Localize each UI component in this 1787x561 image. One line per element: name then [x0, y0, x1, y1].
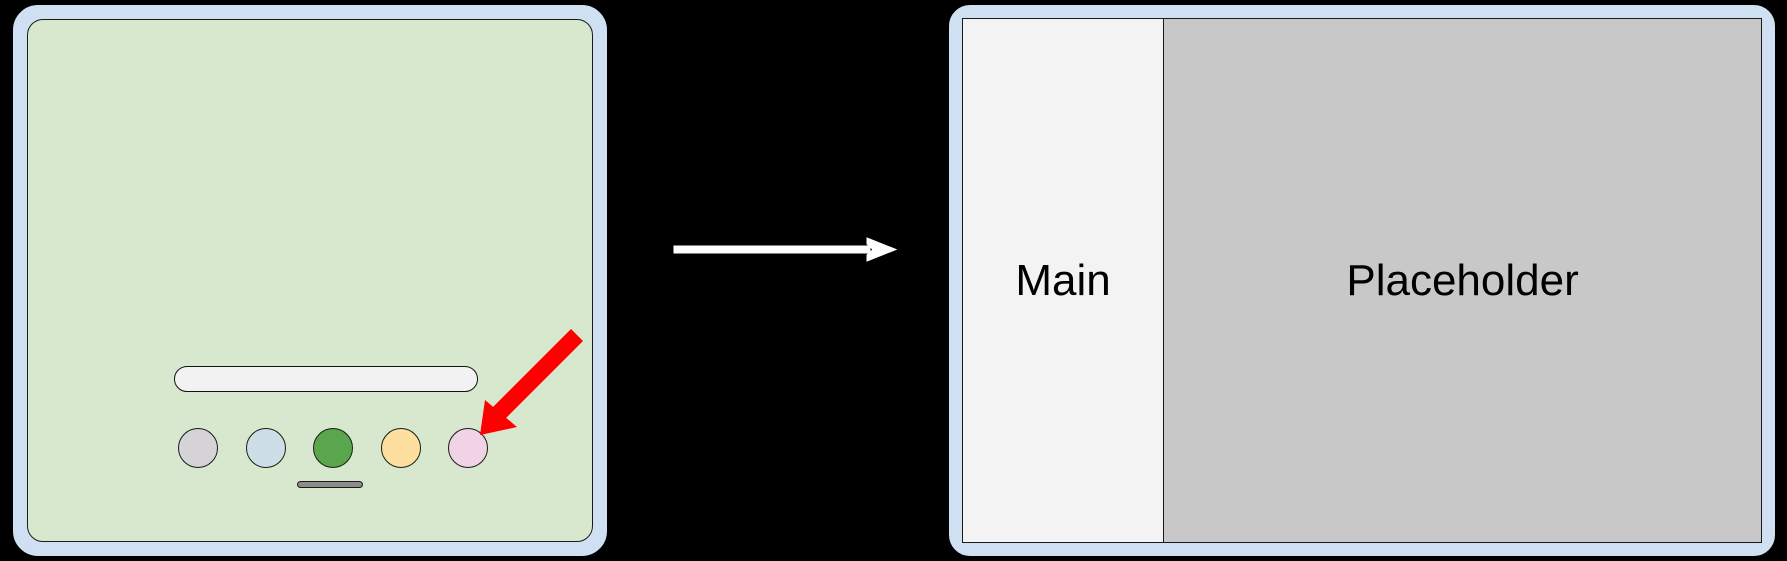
left-device-frame: [12, 4, 608, 557]
pane-main[interactable]: Main: [963, 19, 1165, 542]
left-device-screen: [27, 19, 593, 542]
search-input[interactable]: [174, 366, 478, 392]
pane-placeholder-label: Placeholder: [1346, 255, 1579, 305]
dock-icon-5[interactable]: [448, 428, 488, 468]
dock-icon-2[interactable]: [245, 428, 286, 468]
pane-placeholder[interactable]: Placeholder: [1164, 19, 1761, 542]
dock-icon-4[interactable]: [380, 428, 421, 468]
annotation-arrow-icon: [480, 329, 583, 435]
dock-icon-3[interactable]: [313, 428, 353, 468]
transition-arrow-icon: [673, 237, 898, 262]
dock-icon-1[interactable]: [178, 428, 218, 468]
right-device-screen: Main Placeholder: [962, 18, 1762, 543]
pane-main-label: Main: [1015, 255, 1111, 305]
dock: [178, 420, 488, 476]
right-device-frame: Main Placeholder: [948, 4, 1776, 557]
home-indicator[interactable]: [297, 481, 363, 488]
